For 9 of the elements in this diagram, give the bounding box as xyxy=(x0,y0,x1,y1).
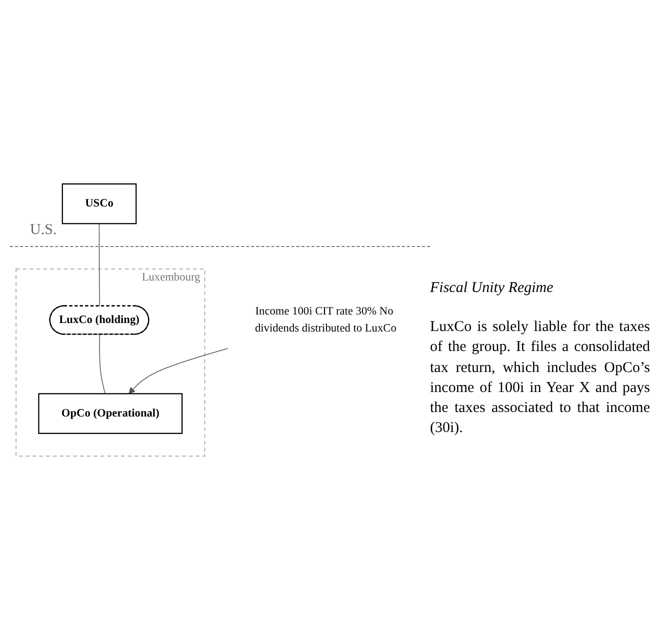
node-box: USCo xyxy=(62,183,137,224)
arrow xyxy=(128,348,228,394)
country-label: U.S. xyxy=(30,222,57,240)
node-text: Income 100i CIT rate 30% No dividends distributed to LuxCo xyxy=(254,305,396,334)
connector xyxy=(99,334,106,394)
node-box: OpCo (Operational) xyxy=(38,393,183,434)
connector xyxy=(98,223,100,307)
regime-heading: Fiscal Unity Regime xyxy=(430,280,554,297)
note-text: LuxCo is solely liable for the taxes of the group. It files a consolidated tax return, which includes OpCo’s income of 100i in Year X and pays the taxes associated to that income (30i). xyxy=(430,318,650,438)
